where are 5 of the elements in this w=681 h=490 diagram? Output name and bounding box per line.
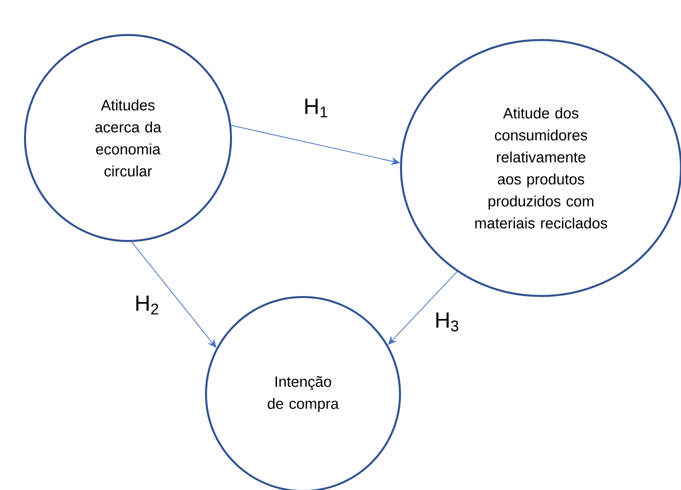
edge-label: H$_{3}$ <box>434 312 460 332</box>
circle-node: Atitudes acerca da economia circular <box>24 34 232 242</box>
arrow <box>131 242 216 348</box>
edge-label: H$_{2}$ <box>134 294 160 316</box>
edge-label: H$_{1}$ <box>302 98 330 118</box>
